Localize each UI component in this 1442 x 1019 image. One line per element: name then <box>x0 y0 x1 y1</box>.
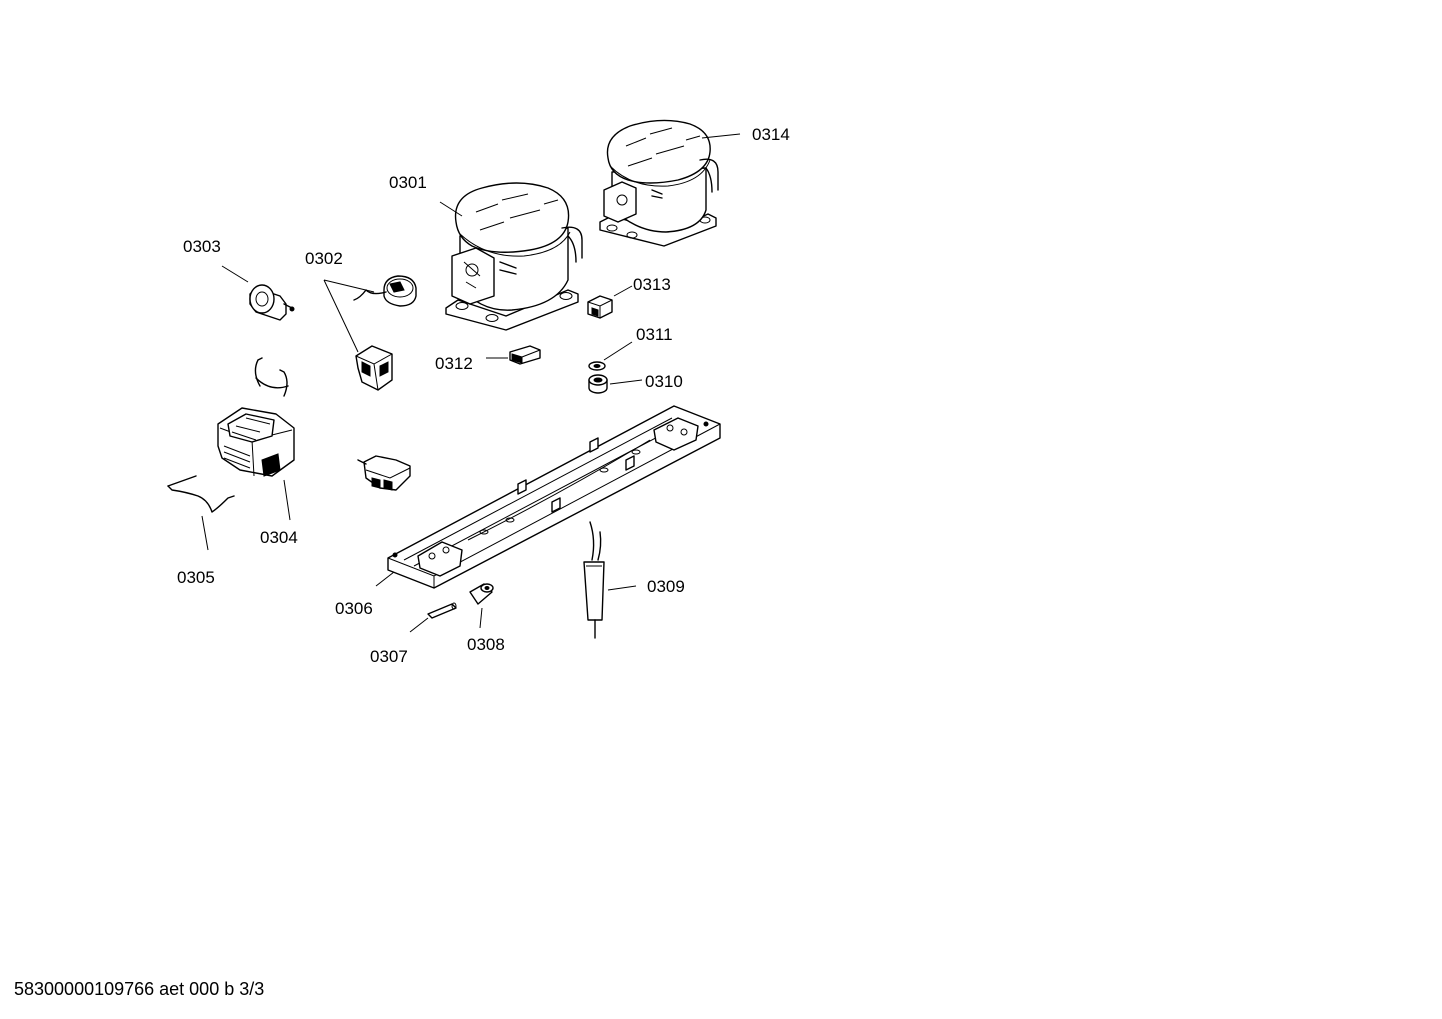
label-0307: 0307 <box>370 647 408 666</box>
label-0304: 0304 <box>260 528 298 547</box>
part-0301-compressor <box>445 182 583 331</box>
part-0310-grommet <box>588 374 608 394</box>
part-0313-clip <box>587 295 613 319</box>
label-0303: 0303 <box>183 237 221 256</box>
part-0306-base-rail <box>387 405 721 589</box>
part-0309-filter-drier <box>583 521 605 639</box>
label-0308: 0308 <box>467 635 505 654</box>
part-0314-compressor <box>599 119 719 247</box>
label-0301: 0301 <box>389 173 427 192</box>
label-0310: 0310 <box>645 372 683 391</box>
label-0306: 0306 <box>335 599 373 618</box>
part-0302-starter <box>353 275 417 491</box>
part-0303-component <box>249 284 295 321</box>
document-code: 58300000109766 aet 000 b 3/3 <box>14 979 265 999</box>
label-0312: 0312 <box>435 354 473 373</box>
part-0311-washer <box>588 361 606 371</box>
part-0305-spring <box>167 475 235 513</box>
part-0312-clip <box>509 345 541 365</box>
label-0305: 0305 <box>177 568 215 587</box>
label-0313: 0313 <box>633 275 671 294</box>
label-0311: 0311 <box>636 325 673 344</box>
part-0304-cover <box>217 357 295 477</box>
label-0314: 0314 <box>752 125 790 144</box>
part-0308-spacer <box>469 583 494 605</box>
label-0309: 0309 <box>647 577 685 596</box>
label-0302: 0302 <box>305 249 343 268</box>
part-0307-pin <box>427 602 457 619</box>
leader-lines <box>201 133 741 633</box>
